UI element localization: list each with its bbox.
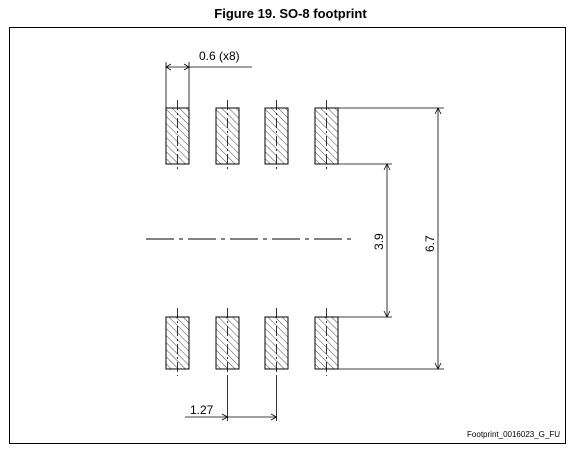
pad-bottom-2 — [215, 316, 240, 370]
figure-title: Figure 19. SO-8 footprint — [214, 6, 367, 21]
pad-bottom-3 — [264, 316, 289, 370]
pitch-label: 1.27 — [190, 403, 214, 417]
pad-width-dimension — [165, 62, 252, 108]
pitch-dimension — [185, 376, 278, 421]
outer-span-dimension — [338, 107, 444, 370]
figure-code: Footprint_0016023_G_FU — [467, 430, 560, 439]
outer-span-label: 6.7 — [423, 235, 437, 252]
inner-span-label: 3.9 — [372, 233, 386, 250]
pad-centerlines — [177, 100, 327, 376]
top-pad-row — [165, 107, 339, 165]
inner-span-dimension — [338, 163, 392, 318]
pad-bottom-1 — [165, 316, 190, 370]
figure-frame — [9, 27, 566, 444]
pad-width-label: 0.6 (x8) — [199, 49, 240, 63]
bottom-pad-row — [165, 316, 339, 370]
pad-bottom-4 — [314, 316, 339, 370]
